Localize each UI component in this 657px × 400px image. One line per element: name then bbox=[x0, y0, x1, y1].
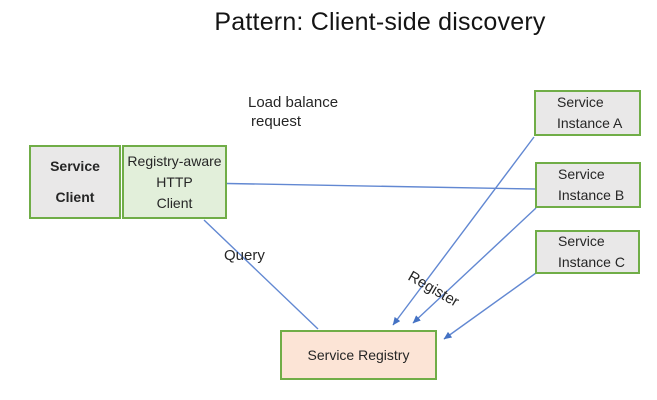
service-registry-label: Service Registry bbox=[307, 346, 410, 363]
instance-a-label-line2: Instance A bbox=[557, 115, 623, 131]
load-balance-label-line2: request bbox=[251, 113, 302, 130]
load-balance-request-label: Load balance request bbox=[248, 93, 338, 131]
instance-b-label-line2: Instance B bbox=[558, 187, 625, 203]
service-registry-box: Service Registry bbox=[280, 330, 437, 380]
registry-aware-label-line2: HTTP bbox=[156, 173, 193, 190]
register-arrow-instance-a bbox=[392, 136, 535, 326]
service-client-label-line1: Service bbox=[50, 158, 100, 175]
register-arrow-instance-c bbox=[443, 272, 537, 340]
instance-b-label-line1: Service bbox=[558, 166, 605, 182]
load-balance-connector-line bbox=[226, 182, 536, 190]
service-client-box: Service Client bbox=[29, 145, 121, 219]
instance-c-label-line1: Service bbox=[558, 233, 605, 249]
registry-aware-label-line3: Client bbox=[156, 194, 193, 211]
service-client-label-line2: Client bbox=[55, 188, 95, 205]
registry-aware-label-line1: Registry-aware bbox=[127, 152, 222, 169]
service-instance-b-box: Service Instance B bbox=[535, 162, 641, 208]
diagram-title: Pattern: Client-side discovery bbox=[214, 8, 546, 36]
service-instance-a-box: Service Instance A bbox=[534, 90, 641, 136]
query-label: Query bbox=[224, 247, 265, 264]
instance-c-label-line2: Instance C bbox=[558, 254, 625, 270]
register-arrow-instance-b bbox=[412, 207, 537, 324]
instance-a-label-line1: Service bbox=[557, 94, 604, 110]
registry-aware-http-client-box: Registry-aware HTTP Client bbox=[122, 145, 227, 219]
load-balance-label-line1: Load balance bbox=[248, 94, 339, 111]
query-connector-line bbox=[203, 219, 319, 330]
service-instance-c-box: Service Instance C bbox=[535, 230, 640, 274]
